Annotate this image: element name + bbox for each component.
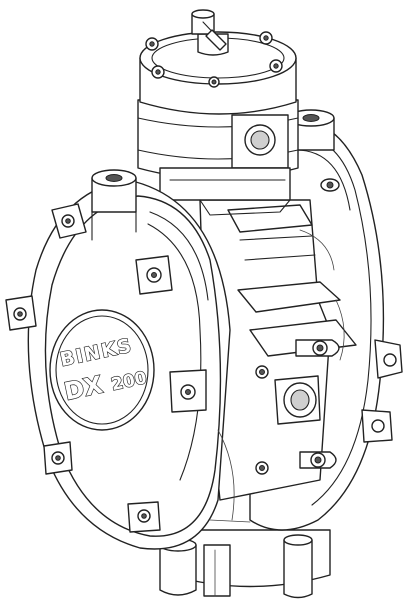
air-valve-assembly (137, 9, 299, 216)
center-body (199, 199, 357, 501)
left-port-pipe (91, 211, 137, 241)
left-fluid-cover (5, 169, 231, 550)
detail-lines (209, 229, 345, 523)
